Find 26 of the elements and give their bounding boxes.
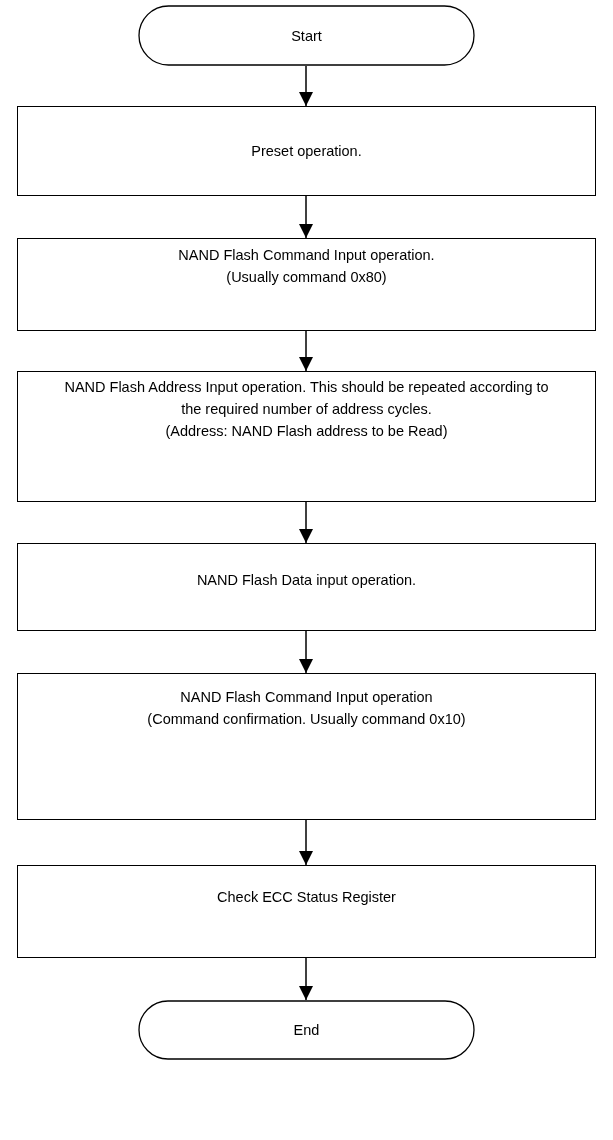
arrow [299, 330, 313, 372]
node-text: Check ECC Status Register [217, 888, 396, 907]
arrow [299, 195, 313, 239]
terminator-shape [138, 5, 475, 66]
process-box [17, 673, 596, 820]
node-text: (Address: NAND Flash address to be Read) [165, 422, 448, 441]
process-box [17, 106, 596, 196]
arrow [299, 65, 313, 107]
process-box [17, 543, 596, 631]
arrow [299, 957, 313, 1001]
node-text: NAND Flash Data input operation. [196, 571, 417, 590]
arrow [299, 630, 313, 674]
node-text: NAND Flash Address Input operation. This should be repeated according to the required number of address cycles. [63, 378, 550, 419]
process-box [17, 865, 596, 958]
node-text: Start [291, 26, 322, 46]
node-text: End [293, 1021, 320, 1040]
arrow [299, 501, 313, 544]
node-text: Preset operation. [251, 142, 362, 161]
terminator-shape [138, 1000, 475, 1060]
node-text: (Usually command 0x80) [226, 268, 387, 287]
node-text: (Command confirmation. Usually command 0x10) [147, 710, 466, 729]
arrow [299, 819, 313, 866]
node-text: NAND Flash Command Input operation. [178, 246, 435, 265]
process-box [17, 238, 596, 331]
process-box [17, 371, 596, 502]
node-text: NAND Flash Command Input operation [180, 688, 433, 707]
